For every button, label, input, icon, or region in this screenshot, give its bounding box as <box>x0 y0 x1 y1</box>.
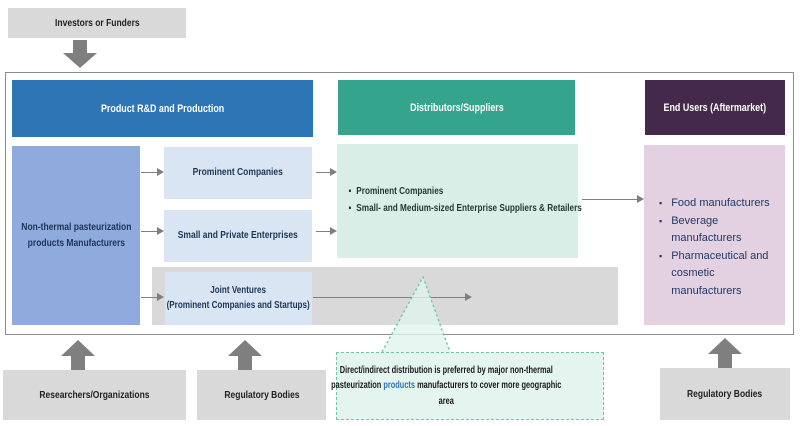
manufacturers-label: Non-thermal pasteurization products Manu… <box>20 220 132 249</box>
up-block-arrow-regulatory-middle-icon <box>228 340 262 370</box>
researchers-box: Researchers/Organizations <box>3 370 186 420</box>
distributors-item-list: ▪ Prominent Companies ▪ Small- and Mediu… <box>337 144 593 217</box>
investors-label: Investors or Funders <box>54 17 140 29</box>
callout-highlight: products <box>383 380 416 392</box>
end-users-item-list: ▪ Food manufacturers ▪ Beverage manufact… <box>644 145 785 301</box>
arrow-distributors-to-endusers-icon <box>582 195 644 203</box>
regulatory-right-label: Regulatory Bodies <box>687 388 763 400</box>
arrow-prominent-to-distributors-icon <box>316 168 337 176</box>
up-block-arrow-researchers-icon <box>61 340 95 370</box>
bullet-square-icon: ▪ <box>659 250 663 261</box>
callout-pointer-icon <box>381 276 451 353</box>
joint-ventures-box: Joint Ventures (Prominent Companies and … <box>165 272 312 325</box>
end-users-header-label: End Users (Aftermarket) <box>663 101 767 114</box>
distributors-header: Distributors/Suppliers <box>338 80 575 135</box>
regulatory-middle-label: Regulatory Bodies <box>223 389 300 401</box>
arrow-mfg-to-prominent-icon <box>141 168 164 176</box>
bullet-square-icon: ▪ <box>348 202 352 214</box>
manufacturers-box: Non-thermal pasteurization products Manu… <box>12 146 140 325</box>
distributors-header-label: Distributors/Suppliers <box>409 101 504 114</box>
bullet-square-icon: ▪ <box>659 215 663 226</box>
distributors-detail-box: ▪ Prominent Companies ▪ Small- and Mediu… <box>337 144 582 258</box>
joint-ventures-label: Joint Ventures (Prominent Companies and … <box>166 285 311 311</box>
end-users-detail-box: ▪ Food manufacturers ▪ Beverage manufact… <box>644 145 785 325</box>
distributors-item-text: Small- and Medium-sized Enterprise Suppl… <box>356 202 582 214</box>
arrow-mfg-to-smallprivate-icon <box>141 227 164 235</box>
list-item: ▪ Small- and Medium-sized Enterprise Sup… <box>348 201 589 218</box>
up-block-arrow-regulatory-right-icon <box>708 338 742 368</box>
production-header: Product R&D and Production <box>12 80 313 137</box>
small-private-enterprises-box: Small and Private Enterprises <box>164 210 312 262</box>
prominent-companies-label: Prominent Companies <box>192 166 284 179</box>
end-users-item-text: Beverage manufacturers <box>671 214 742 245</box>
arrow-jointventures-long-icon <box>313 293 472 301</box>
distributors-item-text: Prominent Companies <box>356 186 444 197</box>
investors-box: Investors or Funders <box>8 8 186 38</box>
list-item: ▪ Beverage manufacturers <box>659 213 783 248</box>
list-item: ▪ Food manufacturers <box>659 195 783 213</box>
regulatory-middle-box: Regulatory Bodies <box>197 370 326 420</box>
arrow-smallprivate-to-distributors-icon <box>316 227 337 235</box>
list-item: ▪ Pharmaceutical and cosmetic manufactur… <box>659 248 783 301</box>
end-users-item-text: Food manufacturers <box>671 197 770 209</box>
down-block-arrow-icon <box>63 40 97 68</box>
bullet-square-icon: ▪ <box>659 198 663 208</box>
end-users-item-text: Pharmaceutical and cosmetic manufacturer… <box>671 249 769 297</box>
arrow-mfg-to-jointventures-icon <box>141 293 164 301</box>
researchers-label: Researchers/Organizations <box>39 389 150 401</box>
bullet-square-icon: ▪ <box>348 186 352 197</box>
regulatory-right-box: Regulatory Bodies <box>660 368 790 420</box>
callout-text: Direct/indirect distribution is preferre… <box>331 364 562 407</box>
small-private-enterprises-label: Small and Private Enterprises <box>177 229 299 242</box>
end-users-header: End Users (Aftermarket) <box>645 80 785 135</box>
production-header-label: Product R&D and Production <box>100 102 225 115</box>
callout-note: Direct/indirect distribution is preferre… <box>332 352 604 420</box>
list-item: ▪ Prominent Companies <box>348 184 589 201</box>
prominent-companies-box: Prominent Companies <box>164 147 312 199</box>
